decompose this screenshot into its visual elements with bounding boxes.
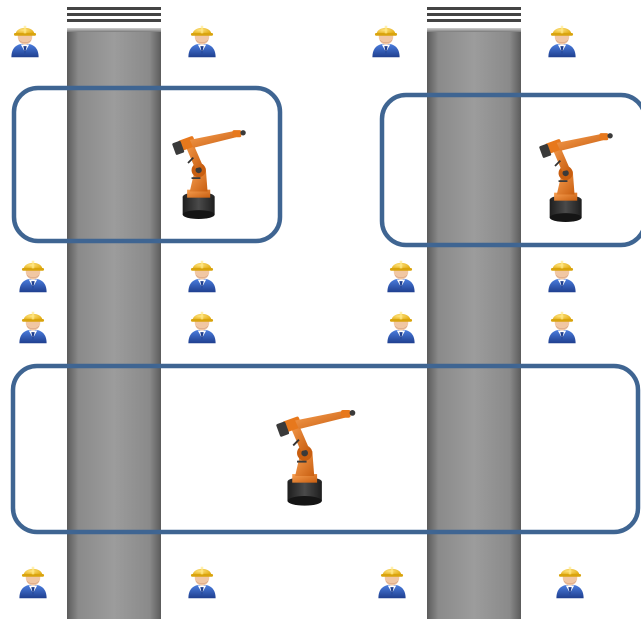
- worker-icon: [548, 261, 575, 292]
- worker-icon: [556, 567, 583, 598]
- worker-icon: [188, 312, 215, 343]
- worker-icon: [387, 312, 414, 343]
- worker-icon: [188, 261, 215, 292]
- worker-icon: [378, 567, 405, 598]
- worker-icon: [19, 312, 46, 343]
- industrial-robot-arm-icon: [539, 133, 613, 222]
- conveyor-left: [67, 7, 161, 619]
- industrial-robot-arm-icon: [172, 130, 246, 219]
- worker-icon: [188, 26, 215, 57]
- worker-icon: [11, 26, 38, 57]
- worker-icon: [387, 261, 414, 292]
- worker-icon: [19, 567, 46, 598]
- worker-icon: [548, 312, 575, 343]
- conveyor-right: [427, 7, 521, 619]
- worker-icon: [548, 26, 575, 57]
- industrial-robot-arm-icon: [276, 410, 355, 506]
- worker-icon: [188, 567, 215, 598]
- worker-icon: [19, 261, 46, 292]
- worker-icon: [372, 26, 399, 57]
